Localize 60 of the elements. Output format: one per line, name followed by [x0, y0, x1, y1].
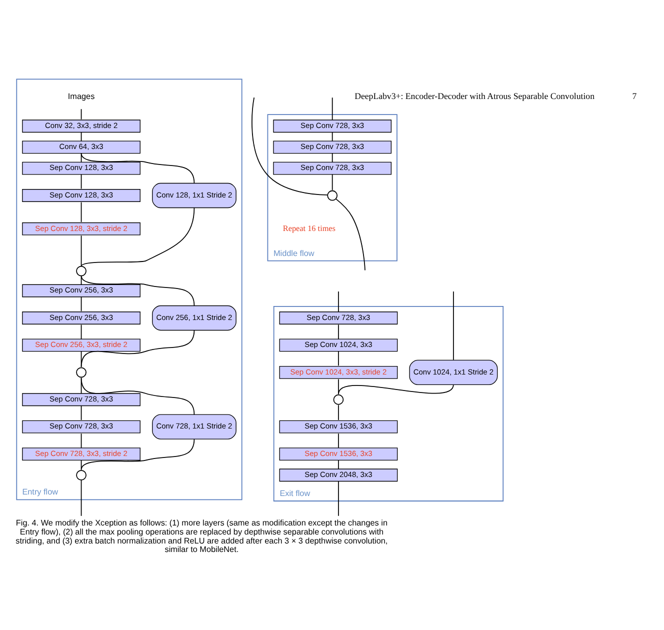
connector: [338, 290, 339, 312]
node-box: Sep Conv 728, 3x3: [279, 311, 398, 324]
connector: [80, 324, 82, 340]
connector: [338, 384, 454, 394]
connector: [338, 350, 339, 366]
node-box: Sep Conv 728, 3x3: [22, 392, 140, 406]
node-box: Sep Conv 728, 3x3: [22, 420, 140, 433]
connector: [338, 378, 339, 394]
connector: [332, 131, 333, 142]
node-box: Sep Conv 1024, 3x3, stride 2: [279, 365, 398, 378]
node-box: Conv 64, 3x3: [22, 140, 140, 154]
connector: [252, 96, 328, 195]
connector: [80, 201, 82, 222]
node-box: Conv 728, 1x1 Stride 2: [152, 414, 236, 439]
connector: [332, 152, 333, 162]
node-box: Sep Conv 728, 3x3: [273, 140, 392, 154]
label: 7: [632, 90, 637, 101]
connector: [80, 329, 195, 367]
connector: [80, 432, 82, 448]
node-circle: [76, 469, 86, 480]
node-box: Sep Conv 728, 3x3, stride 2: [22, 447, 140, 460]
node-box: Sep Conv 1536, 3x3: [279, 447, 398, 460]
connector: [80, 479, 82, 516]
connector: [332, 173, 333, 190]
node-box: Sep Conv 1536, 3x3: [279, 420, 398, 433]
node-circle: [333, 394, 344, 404]
connector: [336, 198, 366, 270]
connector: [80, 234, 82, 266]
node-box: Sep Conv 728, 3x3: [273, 119, 392, 132]
connector: [332, 96, 333, 120]
connector: [80, 173, 82, 189]
node-box: Conv 1024, 1x1 Stride 2: [409, 359, 498, 384]
node-box: Sep Conv 256, 3x3: [22, 284, 140, 297]
node-box: Sep Conv 256, 3x3: [22, 311, 140, 324]
label: DeepLabv3+: Encoder-Decoder with Atrous Separable Convolution: [354, 90, 594, 101]
node-box: Sep Conv 256, 3x3, stride 2: [22, 338, 140, 352]
connector: [80, 459, 82, 470]
node-box: Conv 256, 1x1 Stride 2: [152, 304, 236, 330]
connector: [80, 376, 195, 415]
node-circle: [76, 265, 86, 276]
node-box: Conv 128, 1x1 Stride 2: [152, 182, 236, 208]
node-box: Sep Conv 128, 3x3: [22, 188, 140, 202]
node-box: Sep Conv 128, 3x3: [22, 161, 140, 174]
node-box: Sep Conv 1024, 3x3: [279, 338, 398, 352]
connector: [338, 432, 339, 448]
connector: [80, 206, 195, 266]
node-box: Conv 32, 3x3, stride 2: [22, 119, 140, 132]
node-circle: [76, 366, 86, 378]
node-circle: [327, 190, 338, 200]
connector: [80, 404, 82, 420]
connector: [338, 459, 339, 469]
node-box: Sep Conv 128, 3x3, stride 2: [22, 222, 140, 235]
connector: [453, 290, 454, 360]
node-box: Sep Conv 2048, 3x3: [279, 468, 398, 482]
connector: [80, 108, 82, 120]
connector: [338, 324, 339, 340]
connector: [80, 438, 195, 470]
node-box: Sep Conv 728, 3x3: [273, 161, 392, 174]
connector: [338, 404, 339, 420]
connector: [80, 296, 82, 312]
